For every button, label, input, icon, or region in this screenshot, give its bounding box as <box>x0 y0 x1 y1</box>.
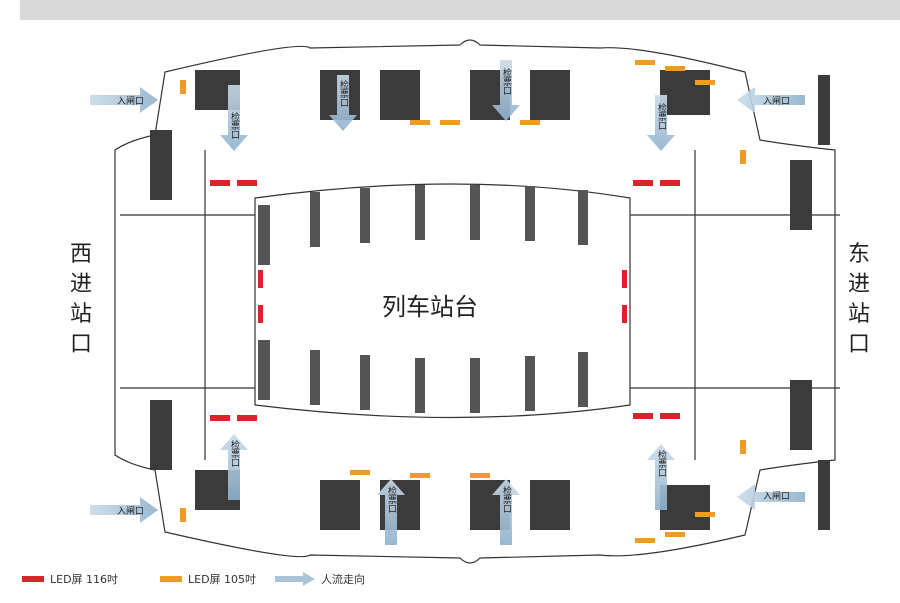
entrance-label-nw: 入闸口 <box>117 96 144 107</box>
ticket-check-label-6: 检票口 <box>386 485 397 513</box>
ticket-check-label-3: 检票口 <box>501 67 512 95</box>
ticket-check-label-4: 检票口 <box>656 102 667 130</box>
led-116-screens <box>210 180 680 421</box>
legend-led105: LED屏 105吋 <box>160 571 256 587</box>
track-rows <box>258 185 588 413</box>
flow-arrows-horizontal <box>90 87 805 523</box>
east-entrance-label: 东进站口 <box>847 242 870 357</box>
led-105-screens <box>180 60 746 543</box>
ticket-check-label-1: 检票口 <box>229 111 240 139</box>
legend-led105-text: LED屏 105吋 <box>188 573 257 586</box>
entrance-label-sw: 入闸口 <box>117 506 144 517</box>
ticket-check-label-7: 检票口 <box>501 485 512 513</box>
flow-arrows <box>220 60 675 545</box>
entrance-label-ne: 入闸口 <box>763 96 790 107</box>
legend-led116-text: LED屏 116吋 <box>50 573 119 586</box>
legend-led116: LED屏 116吋 <box>22 571 118 587</box>
west-entrance-label: 西进站口 <box>69 242 92 357</box>
ticket-check-label-2: 检票口 <box>338 79 349 107</box>
legend-flow: 人流走向 <box>275 571 365 587</box>
ticket-check-label-5: 检票口 <box>229 439 240 467</box>
platform-label: 列车站台 <box>382 293 478 321</box>
legend-orange-swatch <box>160 576 182 582</box>
ticket-check-label-8: 检票口 <box>656 449 667 477</box>
legend-flow-text: 人流走向 <box>321 573 365 586</box>
flow-arrow-icon <box>275 572 315 586</box>
legend-red-swatch <box>22 576 44 582</box>
platform-area <box>254 183 631 419</box>
entrance-label-se: 入闸口 <box>763 491 790 502</box>
top-bar <box>20 0 900 20</box>
